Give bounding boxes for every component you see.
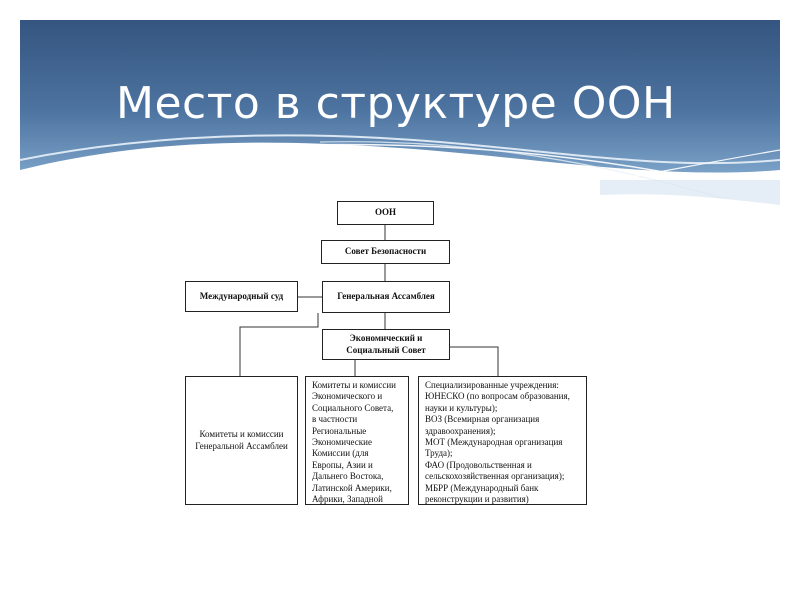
international-court-box: Международный суд — [185, 281, 298, 312]
slide-header-banner: Место в структуре ООН — [20, 20, 780, 220]
ecosoc-committees-line: Экономические — [312, 437, 372, 448]
specialized-agencies-line: реконструкции и развития) — [425, 494, 529, 505]
un-label: ООН — [374, 207, 396, 218]
specialized-agencies-line: МОТ (Международная организация — [425, 437, 563, 448]
specialized-agencies-line: Специализированные учреждения: — [425, 380, 559, 390]
ecosoc-label-line2: Социальный Совет — [346, 344, 426, 355]
ecosoc-committees-line: Латинской Америки, — [312, 482, 392, 493]
ecosoc-committees-line: Социального Совета, — [312, 402, 394, 413]
security-council-label: Совет Безопасности — [344, 246, 427, 257]
ecosoc-committees-line: Европы, Азии и — [312, 459, 373, 470]
ecosoc-label-line1: Экономический и — [349, 333, 423, 344]
header-background — [20, 20, 780, 220]
specialized-agencies-line: здравоохранения); — [425, 425, 496, 436]
ecosoc-committees-line: Экономического и — [312, 391, 383, 402]
ecosoc-box: Экономический и Социальный Совет — [322, 329, 450, 360]
slide-title: Место в структуре ООН — [116, 78, 676, 129]
specialized-agencies-line: ЮНЕСКО (по вопросам образования, — [425, 391, 570, 402]
ecosoc-committees-line: Комиссии (для — [312, 448, 369, 459]
general-assembly-box: Генеральная Ассамблея — [322, 281, 450, 313]
ecosoc-committees-line: Региональные — [312, 425, 367, 436]
specialized-agencies-line: Труда); — [425, 448, 453, 459]
ecosoc-committees-line: Африки, Западной — [312, 494, 383, 505]
ecosoc-committees-line: Комитеты и комиссии — [312, 380, 396, 390]
security-council-box: Совет Безопасности — [321, 240, 450, 264]
international-court-label: Международный суд — [199, 290, 284, 301]
specialized-agencies-line: ФАО (Продовольственная и — [425, 459, 532, 470]
specialized-agencies-line: сельскохозяйственная организация); — [425, 471, 565, 482]
ecosoc-committees-line: в частности — [312, 414, 358, 425]
specialized-agencies-box: Специализированные учреждения:ЮНЕСКО (по… — [418, 376, 587, 505]
ecosoc-committees-line: Дальнего Востока, — [312, 471, 384, 482]
ga-committees-line1: Комитеты и комиссии — [199, 429, 284, 440]
ga-committees-line2: Генеральной Ассамблеи — [195, 440, 288, 451]
general-assembly-label: Генеральная Ассамблея — [337, 291, 435, 302]
specialized-agencies-line: ВОЗ (Всемирная организация — [425, 414, 540, 425]
un-box: ООН — [337, 201, 434, 225]
specialized-agencies-line: науки и культуры); — [425, 402, 498, 413]
ga-committees-box: Комитеты и комиссии Генеральной Ассамбле… — [185, 376, 298, 505]
specialized-agencies-line: МБРР (Международный банк — [425, 482, 539, 493]
